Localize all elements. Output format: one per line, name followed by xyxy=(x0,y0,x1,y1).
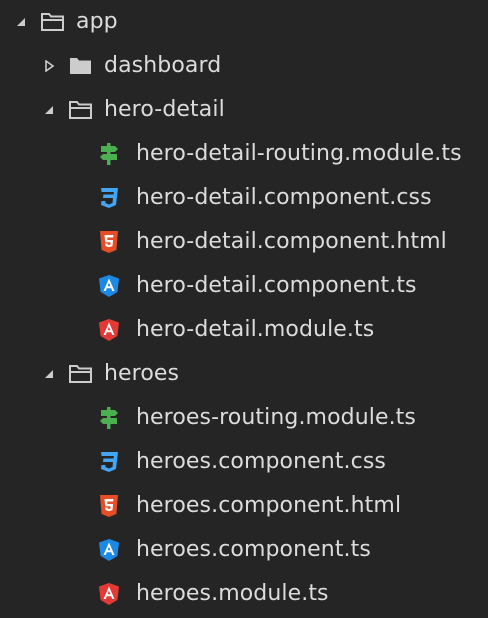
tree-file-item[interactable]: hero-detail.component.html xyxy=(0,220,488,264)
chevron-right-icon[interactable] xyxy=(42,59,56,73)
tree-item-label: hero-detail.component.css xyxy=(136,185,432,210)
angular-module-icon xyxy=(96,581,122,607)
html5-icon xyxy=(96,493,122,519)
folder-open-icon xyxy=(40,9,66,35)
folder-icon xyxy=(68,53,94,79)
tree-item-label: heroes xyxy=(104,361,180,386)
tree-item-label: heroes.component.css xyxy=(136,449,386,474)
css3-icon xyxy=(96,185,122,211)
tree-file-item[interactable]: heroes.component.css xyxy=(0,440,488,484)
tree-item-label: hero-detail xyxy=(104,97,225,122)
html5-icon xyxy=(96,229,122,255)
tree-item-label: app xyxy=(76,9,118,34)
tree-item-label: hero-detail.component.ts xyxy=(136,273,417,298)
angular-module-icon xyxy=(96,317,122,343)
tree-file-item[interactable]: heroes.component.ts xyxy=(0,528,488,572)
angular-component-icon xyxy=(96,273,122,299)
folder-open-icon xyxy=(68,361,94,387)
tree-item-label: heroes.component.ts xyxy=(136,537,371,562)
folder-open-icon xyxy=(68,97,94,123)
tree-file-item[interactable]: heroes.module.ts xyxy=(0,572,488,616)
tree-file-item[interactable]: hero-detail.module.ts xyxy=(0,308,488,352)
tree-file-item[interactable]: hero-detail.component.ts xyxy=(0,264,488,308)
chevron-expanded-icon[interactable] xyxy=(42,367,56,381)
tree-item-heroes[interactable]: heroes xyxy=(0,352,488,396)
css3-icon xyxy=(96,449,122,475)
tree-file-item[interactable]: hero-detail.component.css xyxy=(0,176,488,220)
tree-item-label: heroes-routing.module.ts xyxy=(136,405,416,430)
tree-file-item[interactable]: heroes.component.html xyxy=(0,484,488,528)
tree-item-label: heroes.module.ts xyxy=(136,581,329,606)
tree-item-label: hero-detail-routing.module.ts xyxy=(136,141,462,166)
tree-item-app[interactable]: app xyxy=(0,0,488,44)
tree-item-label: hero-detail.component.html xyxy=(136,229,447,254)
tree-item-dashboard[interactable]: dashboard xyxy=(0,44,488,88)
tree-item-label: dashboard xyxy=(104,53,222,78)
tree-file-item[interactable]: hero-detail-routing.module.ts xyxy=(0,132,488,176)
tree-item-label: hero-detail.module.ts xyxy=(136,317,375,342)
routing-signpost-icon xyxy=(96,141,122,167)
routing-signpost-icon xyxy=(96,405,122,431)
tree-item-label: heroes.component.html xyxy=(136,493,402,518)
tree-file-item[interactable]: heroes-routing.module.ts xyxy=(0,396,488,440)
chevron-expanded-icon[interactable] xyxy=(42,103,56,117)
chevron-expanded-icon[interactable] xyxy=(14,15,28,29)
tree-item-hero-detail[interactable]: hero-detail xyxy=(0,88,488,132)
angular-component-icon xyxy=(96,537,122,563)
